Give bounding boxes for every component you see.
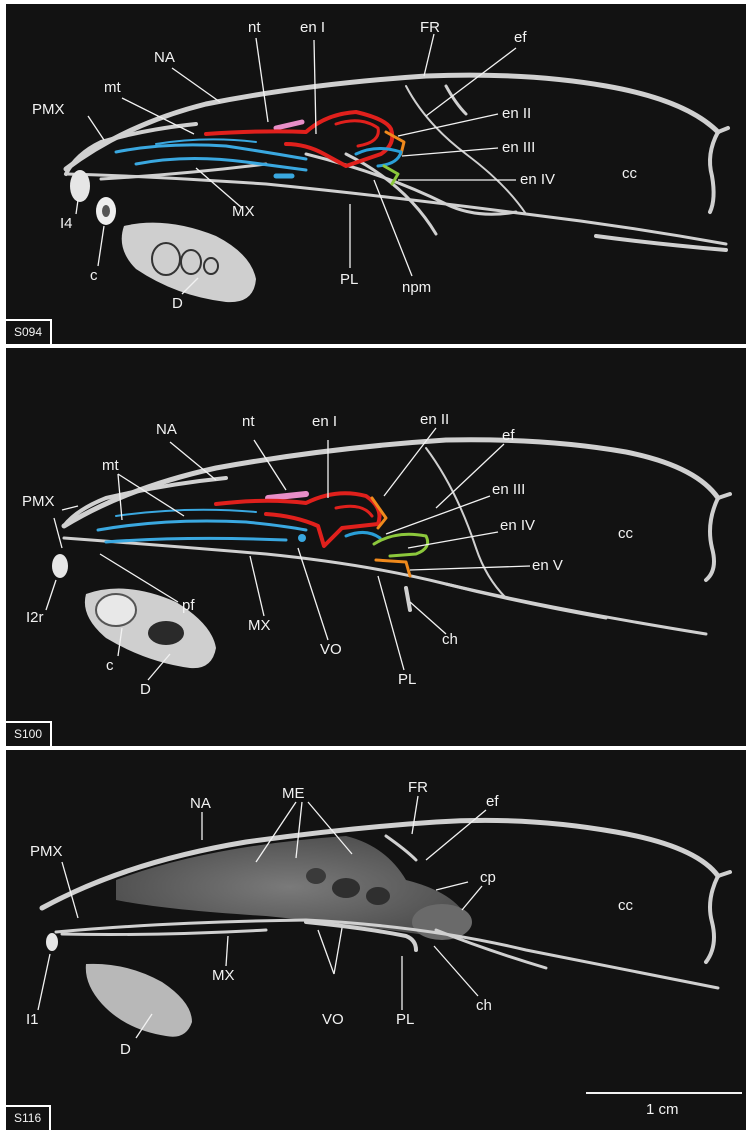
label-nt: nt bbox=[248, 20, 261, 36]
endoturbinal-iv bbox=[374, 534, 428, 556]
nasoturbinal bbox=[276, 122, 302, 128]
label-mx: MX bbox=[232, 204, 255, 220]
section-id-s100: S100 bbox=[6, 721, 52, 746]
label-pmx: PMX bbox=[32, 102, 65, 118]
label-ch: ch bbox=[442, 632, 458, 648]
panel-s116: ME FR NA ef PMX cp cc MX I1 ch VO PL D 1… bbox=[6, 750, 746, 1130]
label-en-i: en I bbox=[300, 20, 325, 36]
dentary bbox=[86, 964, 192, 1037]
label-i1: I1 bbox=[26, 1012, 39, 1028]
label-d: D bbox=[172, 296, 183, 312]
label-pf: pf bbox=[182, 598, 195, 614]
label-fr: FR bbox=[420, 20, 440, 36]
label-en-iv: en IV bbox=[520, 172, 555, 188]
label-mx: MX bbox=[248, 618, 271, 634]
maxilloturbinal bbox=[98, 521, 306, 530]
label-en-ii: en II bbox=[502, 106, 531, 122]
label-ef: ef bbox=[514, 30, 527, 46]
nasoturbinal bbox=[268, 494, 306, 498]
label-vo: VO bbox=[322, 1012, 344, 1028]
scale-bar bbox=[586, 1092, 742, 1094]
label-i2r: I2r bbox=[26, 610, 44, 626]
panel-s100: nt en I en II NA ef mt en III PMX en IV … bbox=[6, 348, 746, 746]
label-na: NA bbox=[156, 422, 177, 438]
label-pl: PL bbox=[396, 1012, 414, 1028]
skull-section-s100 bbox=[6, 348, 746, 746]
label-pl: PL bbox=[340, 272, 358, 288]
label-en-ii: en II bbox=[420, 412, 449, 428]
label-pmx: PMX bbox=[22, 494, 55, 510]
label-d: D bbox=[120, 1042, 131, 1058]
endoturbinal-iii bbox=[346, 532, 380, 538]
label-en-iii: en III bbox=[492, 482, 525, 498]
label-ef: ef bbox=[486, 794, 499, 810]
canine bbox=[96, 594, 136, 626]
label-cc: cc bbox=[618, 526, 633, 542]
label-en-v: en V bbox=[532, 558, 563, 574]
label-en-iii: en III bbox=[502, 140, 535, 156]
label-c: c bbox=[90, 268, 98, 284]
label-i4: I4 bbox=[60, 216, 73, 232]
label-na: NA bbox=[190, 796, 211, 812]
label-cc: cc bbox=[618, 898, 633, 914]
label-en-i: en I bbox=[312, 414, 337, 430]
label-pmx: PMX bbox=[30, 844, 63, 860]
incisor-i4 bbox=[70, 170, 90, 202]
section-id-s094: S094 bbox=[6, 319, 52, 344]
label-fr: FR bbox=[408, 780, 428, 796]
incisor-i1 bbox=[46, 933, 58, 951]
label-pl: PL bbox=[398, 672, 416, 688]
label-cc: cc bbox=[622, 166, 637, 182]
scale-bar-label: 1 cm bbox=[646, 1102, 679, 1118]
label-mt: mt bbox=[104, 80, 121, 96]
dentary bbox=[122, 223, 256, 302]
label-mx: MX bbox=[212, 968, 235, 984]
label-me: ME bbox=[282, 786, 305, 802]
label-d: D bbox=[140, 682, 151, 698]
label-nt: nt bbox=[242, 414, 255, 430]
label-na: NA bbox=[154, 50, 175, 66]
label-cp: cp bbox=[480, 870, 496, 886]
label-ef: ef bbox=[502, 428, 515, 444]
label-npm: npm bbox=[402, 280, 431, 296]
section-id-s116: S116 bbox=[6, 1105, 51, 1130]
label-ch: ch bbox=[476, 998, 492, 1014]
mesethmoid bbox=[116, 836, 464, 938]
label-c: c bbox=[106, 658, 114, 674]
label-mt: mt bbox=[102, 458, 119, 474]
incisor-i2r bbox=[52, 554, 68, 578]
label-vo: VO bbox=[320, 642, 342, 658]
label-en-iv: en IV bbox=[500, 518, 535, 534]
skull-section-s116 bbox=[6, 750, 746, 1130]
panel-s094: nt en I FR ef NA mt en II PMX en III en … bbox=[6, 4, 746, 344]
maxilloturbinal bbox=[116, 145, 306, 159]
